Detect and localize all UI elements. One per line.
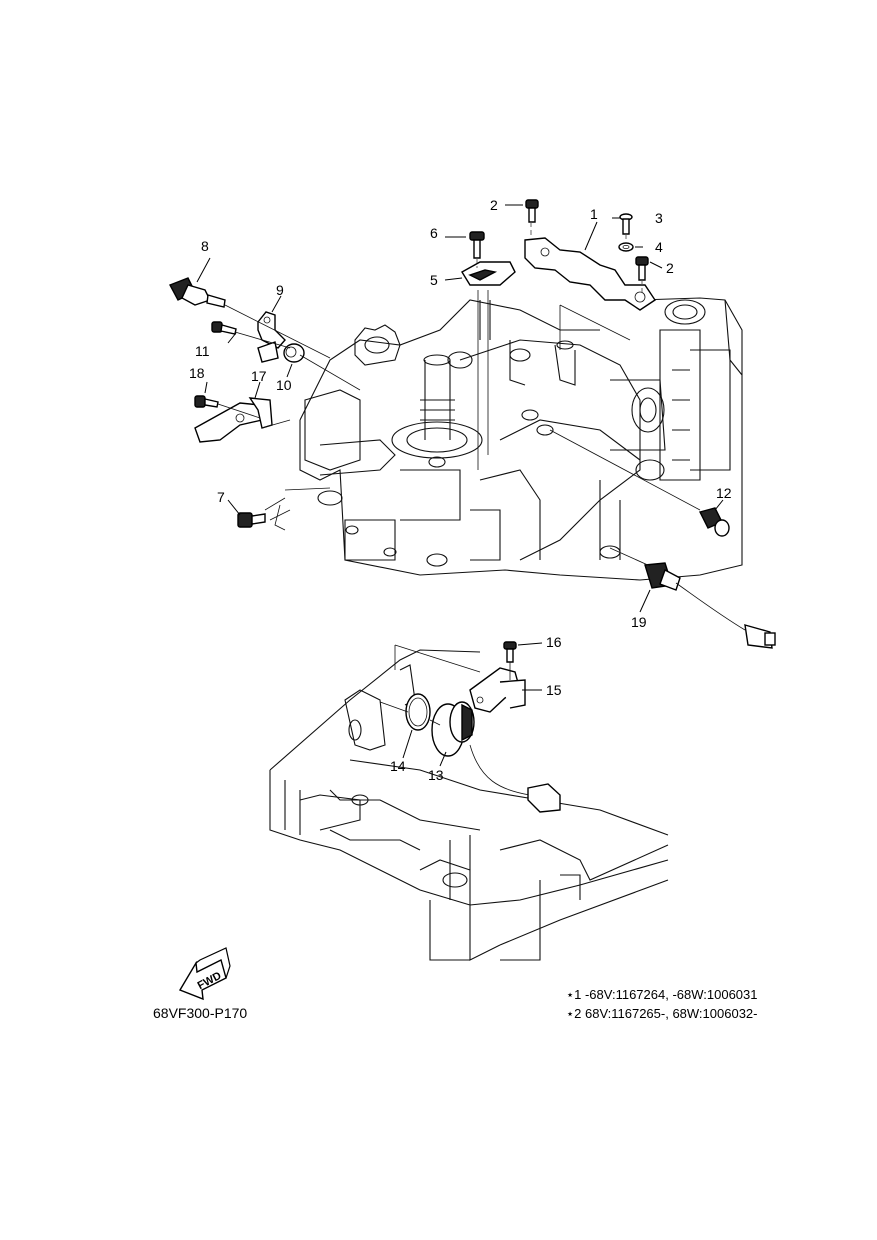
- part-1-bracket: [524, 237, 656, 311]
- serial-note-1: ⋆1 -68V:1167264, -68W:1006031: [566, 987, 758, 1002]
- callout-9: 9: [276, 282, 284, 298]
- part-9-plate: [257, 311, 286, 363]
- callout-17: 17: [251, 368, 267, 384]
- callout-6: 6: [430, 225, 438, 241]
- engine-block-drawing: [299, 297, 743, 581]
- callout-5: 5: [430, 272, 438, 288]
- callout-19: 19: [631, 614, 647, 630]
- callout-4: 4: [655, 239, 663, 255]
- callout-labels: 1 2 2 3 4 5 6 7 8 9 10 11 12 13 14 15 16…: [189, 197, 732, 783]
- part-3-screw: [619, 213, 633, 235]
- part-8-sensor: [169, 277, 226, 308]
- callout-1: 1: [590, 206, 598, 222]
- part-14-o-ring: [405, 693, 431, 731]
- part-13-sensor: [431, 701, 561, 813]
- part-16-bolt: [503, 641, 517, 663]
- part-18-screw: [194, 395, 219, 408]
- callout-11: 11: [195, 343, 210, 359]
- part-2-bolt-a: [525, 199, 539, 223]
- lower-casing-drawing: [269, 649, 669, 961]
- callout-8: 8: [201, 238, 209, 254]
- leader-lines: [196, 204, 724, 767]
- serial-note-2: ⋆2 68V:1167265-, 68W:1006032-: [566, 1006, 758, 1021]
- part-2-bolt-b: [635, 256, 649, 281]
- callout-13: 13: [428, 767, 444, 783]
- callout-2b: 2: [666, 260, 674, 276]
- part-6-bolt: [469, 231, 485, 259]
- part-15-bracket: [469, 667, 526, 713]
- diagram-code: 68VF300-P170: [153, 1005, 248, 1021]
- callout-2a: 2: [490, 197, 498, 213]
- serial-notes: ⋆1 -68V:1167264, -68W:1006031 ⋆2 68V:116…: [566, 985, 757, 1023]
- callout-12: 12: [716, 485, 732, 501]
- callout-3: 3: [655, 210, 663, 226]
- callout-18: 18: [189, 365, 205, 381]
- callout-14: 14: [390, 758, 406, 774]
- callout-15: 15: [546, 682, 562, 698]
- callout-16: 16: [546, 634, 562, 650]
- part-10-grommet: [283, 343, 305, 363]
- part-19-knock-sensor: [644, 562, 776, 649]
- part-7-bolt: [237, 497, 291, 531]
- callout-10: 10: [276, 377, 292, 393]
- part-4-washer: [618, 242, 634, 252]
- part-11-screw: [211, 321, 237, 335]
- fwd-direction-arrow: FWD: [178, 947, 231, 1001]
- part-12-sensor: [698, 507, 730, 537]
- callout-7: 7: [217, 489, 225, 505]
- part-5-clip: [461, 261, 516, 286]
